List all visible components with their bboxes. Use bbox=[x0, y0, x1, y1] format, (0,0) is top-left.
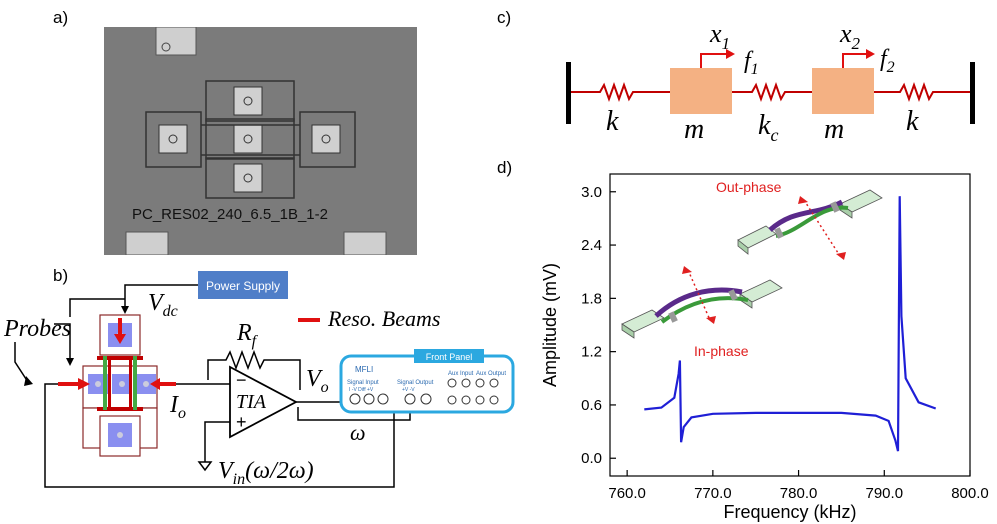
panel-label-d: d) bbox=[497, 158, 513, 177]
y-tick-label: 0.6 bbox=[581, 397, 602, 414]
k-right-label: k bbox=[906, 106, 919, 137]
top-pad bbox=[155, 27, 197, 56]
spring-left bbox=[571, 82, 670, 102]
omega-label: ω bbox=[350, 420, 366, 445]
signal-input-sub: I -V Diff +V bbox=[349, 387, 374, 393]
in-phase-beam-illustration bbox=[621, 279, 783, 339]
probe-arrow-left bbox=[58, 378, 90, 390]
plot-frame bbox=[609, 173, 971, 477]
x-axis-label: Frequency (kHz) bbox=[723, 502, 856, 522]
vo-label: Vo bbox=[306, 366, 329, 396]
x-axis: 760.0 770.0 780.0 790.0 800.0 bbox=[608, 470, 989, 502]
x2-arrow bbox=[866, 49, 875, 59]
tia-label: TIA bbox=[236, 391, 267, 413]
m-right-label: m bbox=[824, 114, 844, 145]
power-supply-label: Power Supply bbox=[206, 279, 280, 293]
opamp-plus: + bbox=[236, 412, 247, 432]
mass-right bbox=[812, 68, 874, 114]
amplitude-series-line bbox=[644, 196, 937, 452]
y-tick-label: 0.0 bbox=[581, 450, 602, 467]
circuit-diagram: Power Supply Vdc Probes bbox=[3, 271, 515, 488]
spring-coupling bbox=[732, 82, 812, 102]
x-tick-label: 760.0 bbox=[608, 485, 646, 502]
aux-input-label: Aux Input bbox=[448, 371, 474, 377]
tia-amplifier bbox=[229, 365, 298, 439]
right-wall bbox=[970, 62, 975, 124]
x1-label: x1 bbox=[709, 19, 730, 53]
micrograph-image: PC_RES02_240_6.5_1B_1-2 bbox=[104, 27, 417, 255]
m-left-label: m bbox=[684, 114, 704, 145]
y-tick-label: 2.4 bbox=[581, 237, 602, 254]
out-phase-beam-illustration bbox=[737, 189, 883, 255]
probe-arrow-right bbox=[150, 378, 176, 390]
vin-label: Vin(ω/2ω) bbox=[218, 458, 314, 488]
front-panel-label: Front Panel bbox=[426, 352, 473, 362]
x2-label: x2 bbox=[839, 19, 861, 53]
amplitude-chart: 760.0 770.0 780.0 790.0 800.0 0.0 0.6 1.2 1.8 2.… bbox=[540, 173, 989, 522]
x-tick-label: 780.0 bbox=[780, 485, 818, 502]
y-axis: 0.0 0.6 1.2 1.8 2.4 3.0 bbox=[581, 184, 616, 467]
signal-input-label: Signal Input bbox=[347, 380, 379, 386]
kc-label: kc bbox=[758, 110, 778, 145]
bottom-left-pad bbox=[125, 231, 169, 255]
k-left-label: k bbox=[606, 106, 619, 137]
device-label: PC_RES02_240_6.5_1B_1-2 bbox=[132, 206, 328, 223]
in-phase-label: In-phase bbox=[694, 343, 749, 359]
x1-arrow bbox=[726, 49, 735, 59]
reso-beams-swatch bbox=[298, 318, 320, 322]
left-wall bbox=[566, 62, 571, 124]
mass-left bbox=[670, 68, 732, 114]
y-tick-label: 1.8 bbox=[581, 290, 602, 307]
probes-label: Probes bbox=[3, 316, 71, 342]
y-tick-label: 1.2 bbox=[581, 344, 602, 361]
reso-beams-label: Reso. Beams bbox=[327, 306, 440, 331]
panel-label-b: b) bbox=[53, 266, 69, 285]
opamp-minus: − bbox=[236, 370, 247, 390]
rf-label: Rf bbox=[236, 320, 259, 350]
x-tick-label: 800.0 bbox=[951, 485, 989, 502]
panel-label-a: a) bbox=[53, 8, 69, 27]
panel-label-c: c) bbox=[497, 8, 512, 27]
probe-arrow-top bbox=[114, 318, 126, 344]
out-phase-label: Out-phase bbox=[716, 179, 782, 195]
bottom-right-pad bbox=[343, 231, 387, 255]
aux-output-label: Aux Output bbox=[476, 371, 506, 377]
x-tick-label: 770.0 bbox=[694, 485, 732, 502]
ground-symbol bbox=[197, 461, 213, 472]
spring-right bbox=[872, 82, 970, 102]
x-tick-label: 790.0 bbox=[866, 485, 904, 502]
spring-mass-diagram: x1 f1 x2 f2 k m kc m k bbox=[566, 19, 975, 145]
io-label: Io bbox=[169, 392, 186, 422]
mfli-label: MFLI bbox=[355, 365, 373, 374]
f2-label: f2 bbox=[880, 46, 895, 76]
front-panel-tab bbox=[414, 349, 484, 363]
power-supply-box bbox=[198, 271, 288, 299]
f1-label: f1 bbox=[744, 48, 759, 78]
y-axis-label: Amplitude (mV) bbox=[540, 263, 560, 387]
signal-output-label: Signal Output bbox=[397, 380, 434, 386]
y-tick-label: 3.0 bbox=[581, 184, 602, 201]
signal-output-sub: +V -V bbox=[402, 387, 415, 393]
vdc-label: Vdc bbox=[148, 290, 178, 320]
feedback-resistor bbox=[207, 349, 301, 390]
